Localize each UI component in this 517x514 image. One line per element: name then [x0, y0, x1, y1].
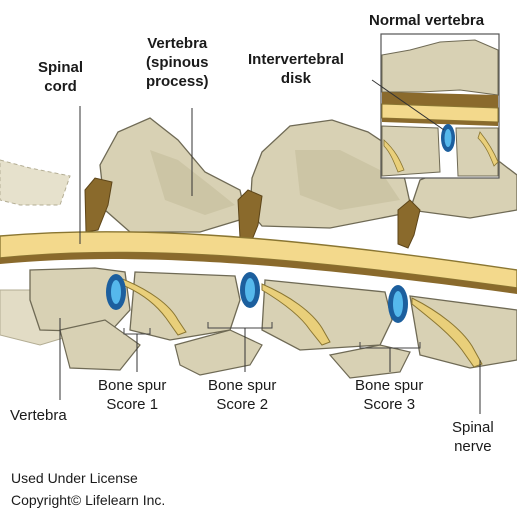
normal-vertebra-inset: [372, 34, 499, 178]
disk-2: [240, 272, 260, 308]
background-vertebra-left: [0, 160, 70, 205]
label-bone-spur-3: Bone spur Score 3: [355, 376, 423, 414]
label-bone-spur-1: Bone spur Score 1: [98, 376, 166, 414]
label-spinal-nerve: Spinal nerve: [452, 418, 494, 456]
disk-1: [106, 274, 126, 310]
transverse-process-1: [60, 320, 140, 370]
label-normal-vertebra: Normal vertebra: [369, 11, 484, 30]
credit-license: Used Under License: [11, 470, 138, 486]
facet-joint-3: [398, 200, 420, 248]
label-vertebra: Vertebra: [10, 406, 67, 425]
facet-joint-2: [238, 190, 262, 240]
label-intervertebral-disk: Intervertebral disk: [248, 50, 344, 88]
label-vertebra-spinous: Vertebra (spinous process): [146, 34, 209, 91]
facet-joint-1: [85, 178, 112, 232]
label-bone-spur-2: Bone spur Score 2: [208, 376, 276, 414]
label-spinal-cord: Spinal cord: [38, 58, 83, 96]
disk-3: [388, 285, 408, 323]
credit-copyright: Copyright© Lifelearn Inc.: [11, 492, 165, 508]
